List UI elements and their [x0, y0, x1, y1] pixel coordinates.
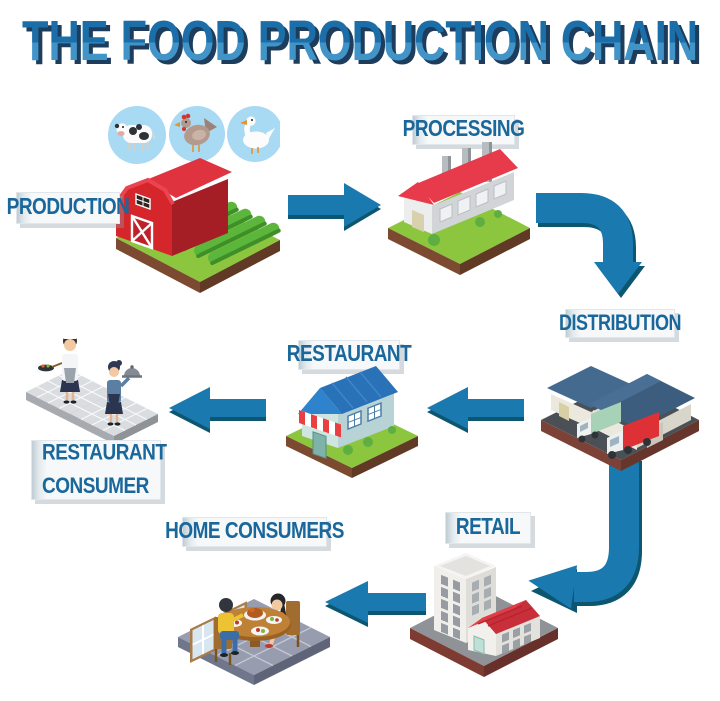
restaurant-label-text: RESTAURANT	[286, 341, 412, 368]
arrow-retail-to-home	[325, 581, 426, 627]
red-barn	[112, 158, 232, 256]
retail-label: RETAIL	[445, 512, 531, 544]
restaurant-illustration	[286, 366, 418, 478]
retail-buildings-illustration	[410, 553, 558, 677]
restaurant-building	[298, 366, 398, 459]
restaurant-consumer-label: RESTAURANT CONSUMER	[31, 440, 167, 500]
arrow-distribution-to-retail	[528, 461, 642, 613]
distribution-label-text: DISTRIBUTION	[559, 310, 682, 336]
home-consumers-label: HOME CONSUMERS	[165, 517, 344, 547]
hen-icon	[169, 106, 225, 162]
man-figure	[214, 598, 244, 665]
retail-label-text: RETAIL	[455, 514, 521, 541]
warehouse-illustration	[541, 366, 699, 471]
processing-label: PROCESSING	[403, 115, 525, 145]
delivery-truck-green	[577, 402, 621, 443]
arrow-production-to-processing	[288, 183, 381, 231]
cow-icon	[108, 106, 166, 164]
family-dinner-illustration	[178, 593, 330, 685]
chef-figure	[38, 321, 80, 404]
factory-building	[398, 149, 518, 234]
serving-dome	[124, 368, 140, 376]
farm-animal-icons	[108, 106, 280, 164]
distribution-label: DISTRIBUTION	[559, 309, 682, 338]
arrow-distribution-to-restaurant	[427, 387, 524, 433]
page-title-text: THE FOOD PRODUCTION CHAIN	[22, 9, 698, 73]
barn-farm-illustration	[112, 158, 281, 293]
duck-icon	[227, 106, 280, 162]
waitress-figure	[105, 360, 142, 426]
restaurant-awning	[299, 410, 341, 459]
restaurant-label: RESTAURANT	[287, 340, 412, 370]
restaurant-consumer-label-text: RESTAURANT CONSUMER	[42, 440, 167, 498]
factory-illustration	[388, 142, 530, 275]
processing-label-text: PROCESSING	[402, 116, 525, 143]
page-title-shadow-text: THE FOOD PRODUCTION CHAIN	[26, 13, 702, 76]
page-title: THE FOOD PRODUCTION CHAIN THE FOOD PRODU…	[22, 9, 702, 76]
arrow-restaurant-to-consumer	[169, 387, 266, 433]
delivery-truck-red	[607, 412, 659, 459]
production-label-text: PRODUCTION	[6, 194, 130, 221]
production-label: PRODUCTION	[7, 192, 130, 224]
chef-and-waitress-illustration	[26, 321, 158, 444]
retail-annex	[468, 600, 540, 656]
home-consumers-label-text: HOME CONSUMERS	[165, 518, 344, 545]
arrow-processing-to-distribution	[536, 193, 645, 298]
